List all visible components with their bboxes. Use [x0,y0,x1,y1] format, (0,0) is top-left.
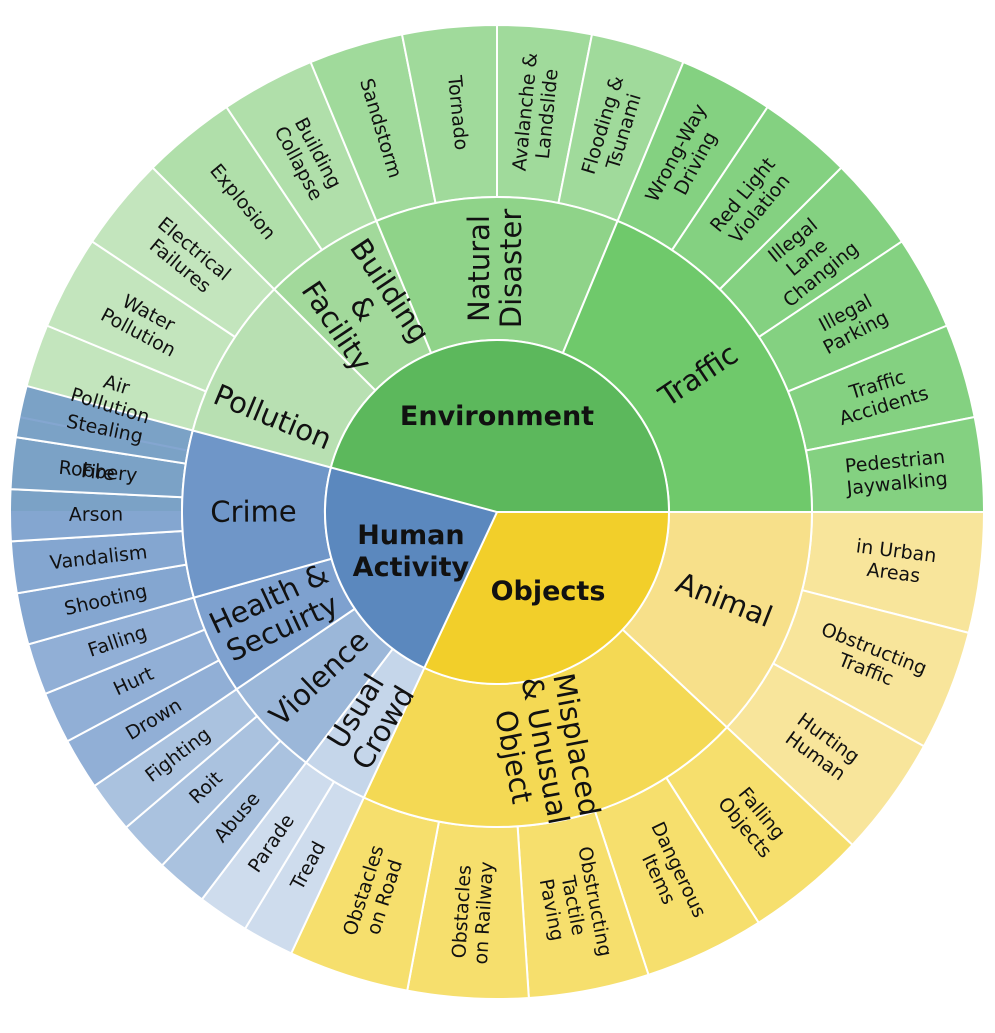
root-objects-segment [422,511,671,685]
leaf-illegal-lane-changing-label: IllegalLaneChanging [751,203,863,311]
root-environment-segment [323,339,671,513]
leaf-obstacles-on-railway-label: Obstacleson Railway [447,859,497,965]
root-human-activity-segment [324,466,499,670]
root-environment-label: Environment [400,401,594,432]
category-crime-label: Crime [210,494,297,529]
leaf-arson-label: Arson [69,503,124,525]
root-objects-label: Objects [491,576,606,607]
leaf-fire-label: Fire [80,460,116,485]
category-natural-disaster-label: NaturalDisaster [462,209,528,329]
leaf-avalanche-and-landslide-label: Avalanche &Landslide [508,51,563,174]
